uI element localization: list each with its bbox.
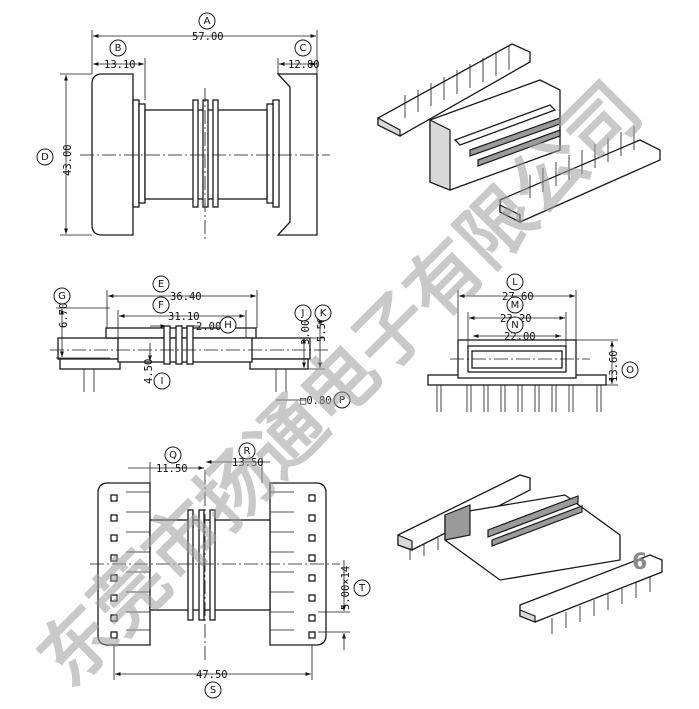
dim-E-value: 36.40 xyxy=(170,291,202,303)
svg-text:R: R xyxy=(244,446,251,457)
front-pins xyxy=(436,385,602,412)
dim-T-value: 5.00×14 xyxy=(340,566,352,610)
svg-text:Q: Q xyxy=(169,450,177,461)
iso-view-pins-down: 6 xyxy=(397,474,663,634)
tag-j: J xyxy=(294,304,312,322)
svg-text:E: E xyxy=(158,279,164,290)
svg-text:F: F xyxy=(158,300,164,311)
tag-r: R xyxy=(238,442,256,460)
dim-F-value: 31.10 xyxy=(168,311,200,323)
side-view: 36.40 31.10 2.00 6.70 4.50 3.00 5.50 □0.… xyxy=(50,290,332,407)
svg-text:S: S xyxy=(210,685,216,696)
svg-text:I: I xyxy=(161,376,164,387)
tag-g: G xyxy=(53,287,71,305)
bottom-view: 11.50 13.50 47.50 5.00×14 xyxy=(90,457,352,681)
page-number: 6 xyxy=(632,550,647,575)
tag-o: O xyxy=(621,361,639,379)
bottom-pins xyxy=(110,491,316,639)
iso-view-pins-up xyxy=(377,43,661,223)
svg-text:M: M xyxy=(511,300,520,311)
pin-row-top xyxy=(404,46,635,198)
tag-l: L xyxy=(506,273,524,291)
tag-s: S xyxy=(204,681,222,699)
dim-B-value: 13.10 xyxy=(104,59,136,71)
svg-text:N: N xyxy=(511,320,518,331)
tag-h: H xyxy=(219,316,237,334)
svg-text:G: G xyxy=(58,291,66,302)
dimension-tags: A B C D EF G H I J K L MN O P Q R S T xyxy=(36,12,639,699)
dim-R-value: 13.50 xyxy=(232,457,264,469)
svg-text:C: C xyxy=(300,43,307,54)
dim-O-value: 13.60 xyxy=(608,350,620,382)
dim-P-value: □0.80 xyxy=(300,395,332,407)
dim-J-value: 3.00 xyxy=(300,320,312,345)
svg-text:P: P xyxy=(339,395,345,406)
dim-S-value: 47.50 xyxy=(196,669,228,681)
svg-text:B: B xyxy=(115,43,122,54)
svg-text:K: K xyxy=(320,308,327,319)
dim-K-value: 5.50 xyxy=(316,317,328,342)
tag-q: Q xyxy=(164,446,182,464)
tag-p: P xyxy=(333,391,351,409)
top-view: 57.00 13.10 12.80 43.00 xyxy=(60,30,330,240)
tag-e: E xyxy=(152,275,170,293)
svg-text:H: H xyxy=(224,320,232,331)
svg-text:J: J xyxy=(301,308,305,319)
tag-n: N xyxy=(506,316,524,334)
tag-b: B xyxy=(109,39,127,57)
tag-a: A xyxy=(198,12,216,30)
svg-text:T: T xyxy=(358,583,366,594)
tag-c: C xyxy=(294,39,312,57)
tag-t: T xyxy=(353,579,371,597)
front-view: 27.60 23.20 22.00 13.60 xyxy=(427,290,620,412)
dim-A-value: 57.00 xyxy=(192,31,224,43)
tag-k: K xyxy=(314,304,332,322)
tag-d: D xyxy=(36,148,54,166)
dim-D-value: 43.00 xyxy=(62,144,74,176)
dim-I-value: 4.50 xyxy=(143,359,155,384)
dim-H-value: 2.00 xyxy=(196,321,221,333)
svg-text:D: D xyxy=(41,152,49,163)
svg-text:O: O xyxy=(626,365,634,376)
svg-text:A: A xyxy=(204,16,211,27)
dim-C-value: 12.80 xyxy=(288,59,320,71)
dim-G-value: 6.70 xyxy=(58,303,70,328)
tag-m: M xyxy=(506,296,524,314)
svg-text:L: L xyxy=(512,277,518,288)
dim-N-value: 22.00 xyxy=(504,331,536,343)
dim-Q-value: 11.50 xyxy=(156,463,188,475)
tag-f: F xyxy=(152,296,170,314)
tag-i: I xyxy=(153,372,171,390)
